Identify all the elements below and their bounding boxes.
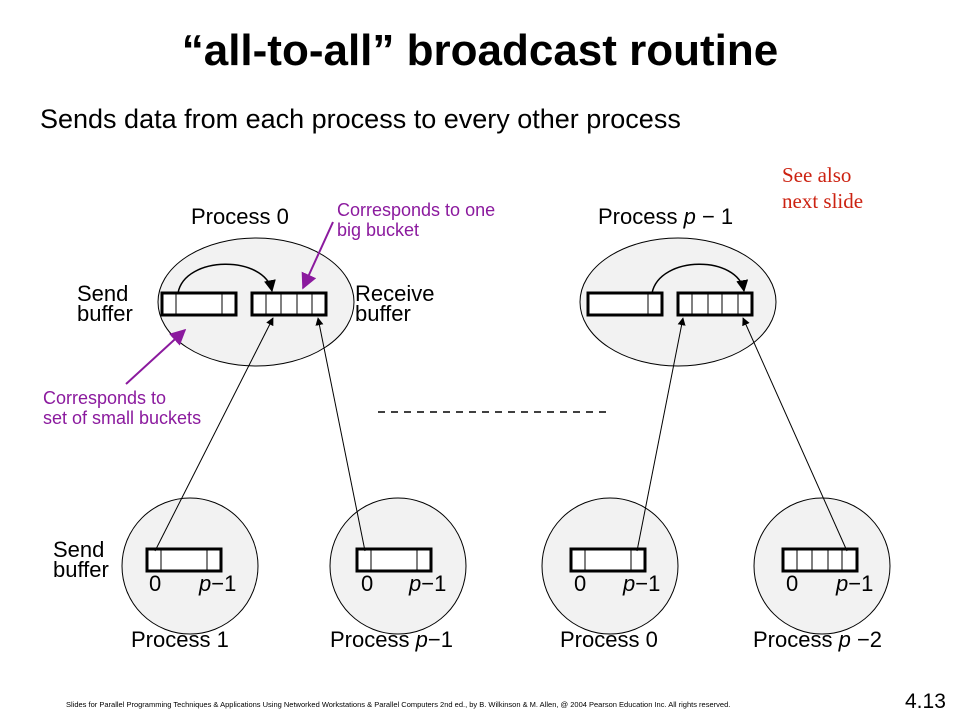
receive-buffer-label: Receive buffer xyxy=(355,281,435,326)
index-first-2: 0 xyxy=(361,571,374,596)
big-bucket-pointer xyxy=(301,221,334,290)
send-arrow-process0 xyxy=(636,317,686,552)
send-buffer-upper-right xyxy=(586,291,664,317)
lower-process-label-4: Process p −2 xyxy=(753,627,883,652)
slide-title: “all-to-all” broadcast routine xyxy=(181,26,779,75)
slide-subtitle: Sends data from each process to every ot… xyxy=(40,104,681,134)
copyright-footer: Slides for Parallel Programming Techniqu… xyxy=(66,700,731,709)
index-last-3: p−1 xyxy=(623,571,661,596)
lower-send-buffer-3 xyxy=(569,547,647,573)
index-first-4: 0 xyxy=(786,571,799,596)
see-also-line2: next slide xyxy=(782,189,864,213)
index-last-1: p−1 xyxy=(199,571,237,596)
receive-buffer-upper-left xyxy=(250,291,328,317)
send-buffer-upper-left xyxy=(160,291,238,317)
index-first-3: 0 xyxy=(574,571,587,596)
see-also-line1: See also xyxy=(782,163,852,187)
lower-send-buffer-2 xyxy=(355,547,433,573)
small-buckets-pointer xyxy=(125,328,187,385)
see-also-note: See also next slide xyxy=(782,162,863,214)
send-arrow-process1 xyxy=(154,317,274,552)
send-arrow-processp1 xyxy=(315,317,366,552)
upper-process-p-1-label: Process p − 1 xyxy=(598,204,734,229)
lower-send-buffer-4 xyxy=(781,547,859,573)
send-arrow-processp2 xyxy=(742,317,848,552)
small-buckets-annotation: Corresponds to set of small buckets xyxy=(43,388,202,428)
big-bucket-annotation: Corresponds to one big bucket xyxy=(337,200,496,240)
index-last-4: p−1 xyxy=(836,571,874,596)
upper-process-0-label: Process 0 xyxy=(191,204,289,229)
local-copy-arrow-right xyxy=(651,263,749,294)
lower-send-buffer-label: Send buffer xyxy=(53,537,109,582)
lower-process-label-2: Process p−1 xyxy=(330,627,453,652)
lower-process-label-3: Process 0 xyxy=(560,627,658,652)
upper-send-buffer-label: Send buffer xyxy=(77,281,133,326)
local-copy-arrow-left xyxy=(177,263,276,294)
lower-process-label-1: Process 1 xyxy=(131,627,229,652)
page-number: 4.13 xyxy=(905,690,946,713)
index-first-1: 0 xyxy=(149,571,162,596)
receive-buffer-upper-right xyxy=(676,291,754,317)
lower-send-buffer-1 xyxy=(145,547,223,573)
index-last-2: p−1 xyxy=(409,571,447,596)
